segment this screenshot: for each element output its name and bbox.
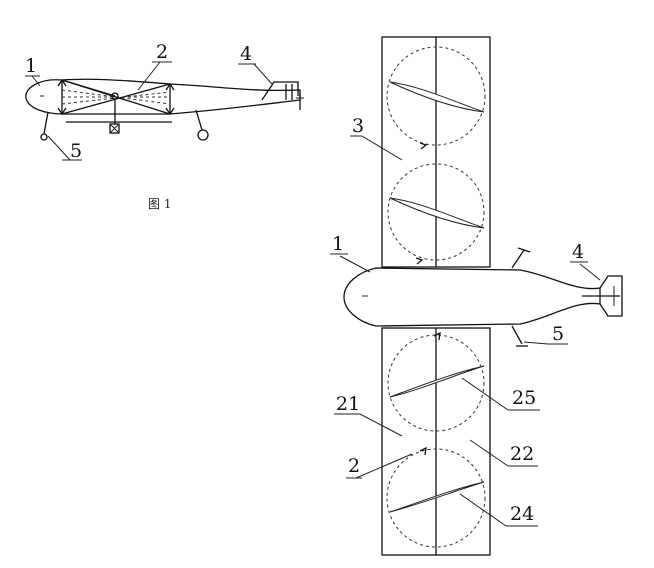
side-wing-dashes — [61, 89, 171, 105]
top-label-2: 2 — [348, 455, 360, 477]
side-rear-wheel — [197, 129, 209, 141]
side-label-5: 5 — [70, 140, 82, 162]
top-label-1: 1 — [332, 233, 344, 255]
top-label-3: 3 — [352, 115, 364, 137]
side-front-wheel — [40, 133, 48, 141]
top-fuselage — [343, 267, 601, 327]
side-fuselage — [25, 78, 301, 115]
top-label-5: 5 — [552, 323, 564, 345]
figure-caption: 图 1 — [148, 197, 171, 211]
top-label-22: 22 — [510, 443, 534, 465]
top-label-24: 24 — [510, 503, 534, 525]
side-label-2: 2 — [156, 41, 168, 63]
side-view: 1 2 4 5 — [25, 41, 304, 162]
top-tail — [599, 275, 623, 317]
side-label-1: 1 — [25, 55, 37, 77]
upper-rotor-2 — [387, 163, 485, 265]
side-payload-box — [109, 123, 120, 134]
side-label-4: 4 — [240, 43, 252, 65]
top-label-4: 4 — [572, 241, 584, 263]
top-view: 3 1 4 5 21 2 25 22 24 — [330, 36, 623, 556]
lower-rotor-1 — [387, 331, 485, 432]
top-label-25: 25 — [512, 387, 536, 409]
top-label-21: 21 — [336, 393, 360, 415]
side-tail-fin — [261, 81, 299, 101]
upper-rotor-1 — [386, 46, 486, 150]
lower-rotor-2 — [386, 446, 486, 548]
